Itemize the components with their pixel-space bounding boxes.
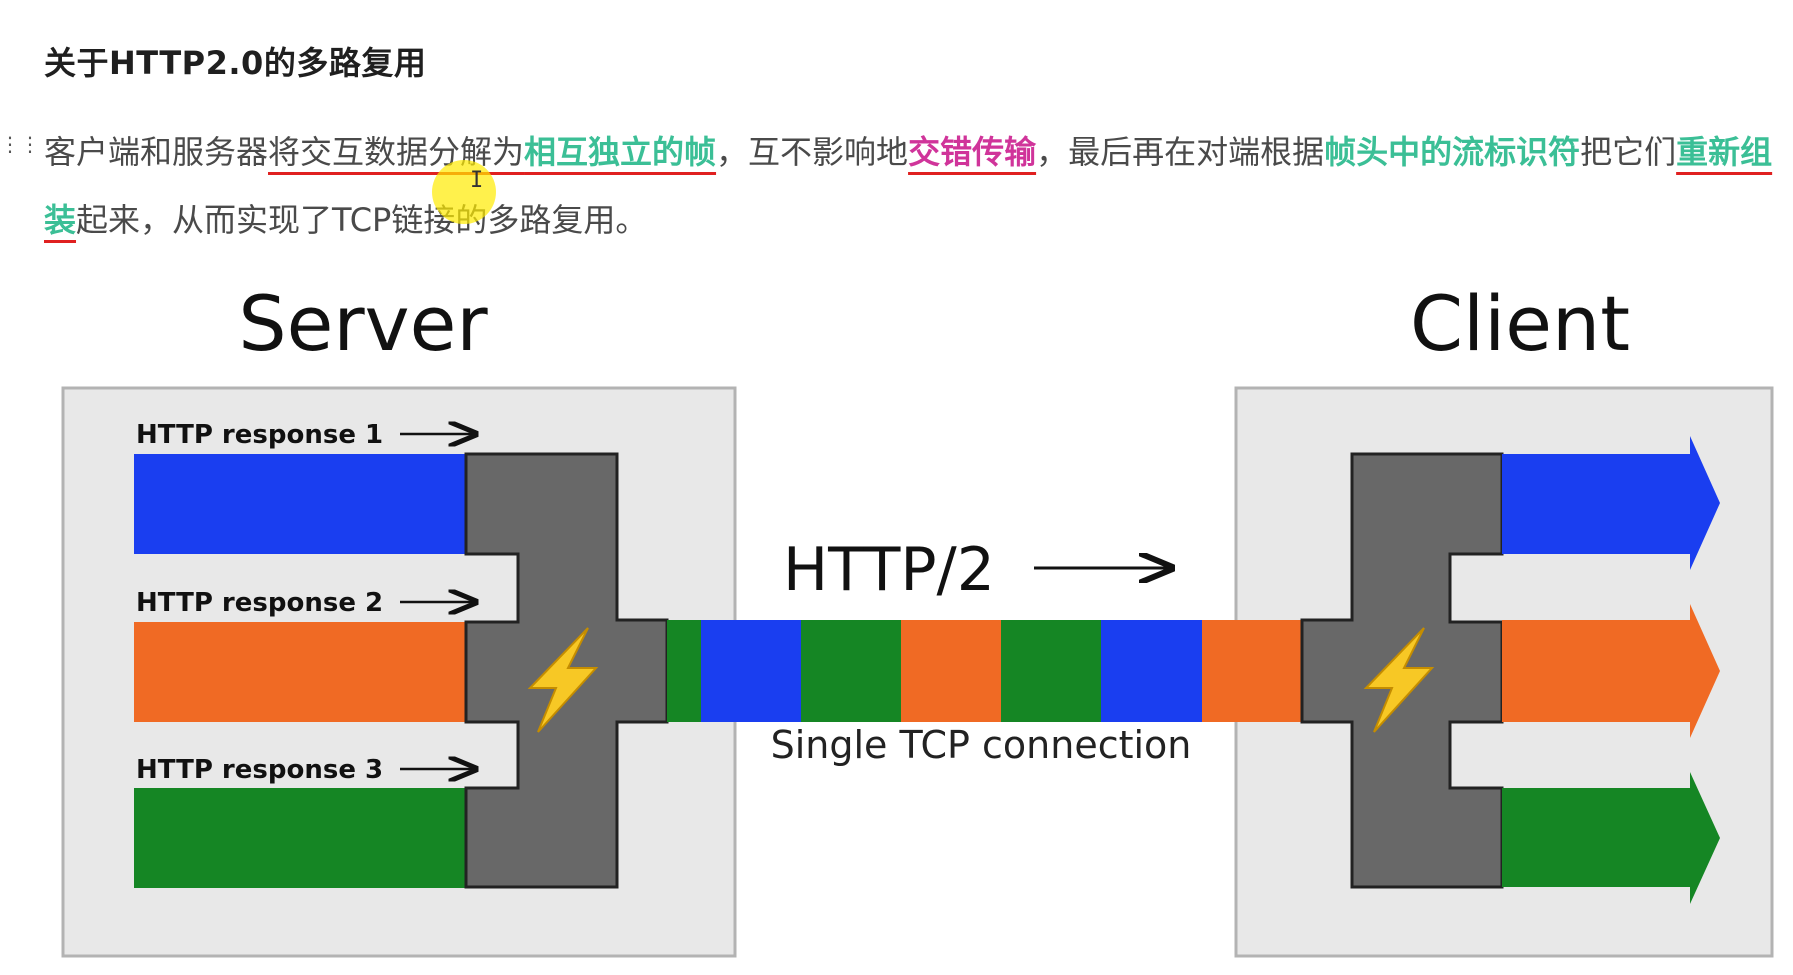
frame xyxy=(1101,620,1202,722)
client-title: Client xyxy=(1410,279,1630,368)
client-output-orange xyxy=(1502,604,1720,738)
frame xyxy=(1202,620,1304,722)
response-3-label: HTTP response 3 xyxy=(136,755,383,785)
highlight-reassemble: 重新组装 xyxy=(44,133,1773,239)
cursor-highlight xyxy=(432,160,496,224)
text-segment: 客户端和服务器 xyxy=(44,133,269,171)
paragraph: 客户端和服务器将交互数据分解为相互独立的帧，互不影响地交错传输，最后再在对端根据… xyxy=(44,118,1784,254)
frame xyxy=(701,620,801,722)
frame xyxy=(1001,620,1101,722)
client-output-green xyxy=(1502,772,1720,904)
tcp-frame-stream xyxy=(667,620,1304,722)
protocol-label: HTTP/2 xyxy=(783,535,995,605)
connection-label: Single TCP connection xyxy=(771,723,1192,767)
response-2-label: HTTP response 2 xyxy=(136,588,383,618)
server-stream-green xyxy=(134,788,472,888)
page-heading: 关于HTTP2.0的多路复用 xyxy=(44,44,427,82)
highlight-interleave: 交错传输 xyxy=(908,133,1037,171)
response-1-label: HTTP response 1 xyxy=(136,420,383,450)
client-output-blue xyxy=(1502,436,1720,570)
text-segment: ，互不影响地 xyxy=(716,133,909,171)
text-segment: 起来，从而实现了TCP链接的多路复用。 xyxy=(76,201,648,239)
server-title: Server xyxy=(238,279,488,368)
server-stream-orange xyxy=(134,622,472,722)
text-cursor-icon: I xyxy=(470,168,484,193)
server-stream-blue xyxy=(134,454,472,554)
highlight-stream-id: 帧头中的流标识符 xyxy=(1324,133,1581,171)
frame xyxy=(801,620,901,722)
frame xyxy=(901,620,1001,722)
frame xyxy=(667,620,701,722)
client-lightning-icon xyxy=(1363,627,1435,733)
text-segment: 把它们 xyxy=(1580,133,1677,171)
highlight-frames: 相互独立的帧 xyxy=(524,133,717,171)
server-lightning-icon xyxy=(527,627,599,733)
text-segment: ，最后再在对端根据 xyxy=(1036,133,1325,171)
